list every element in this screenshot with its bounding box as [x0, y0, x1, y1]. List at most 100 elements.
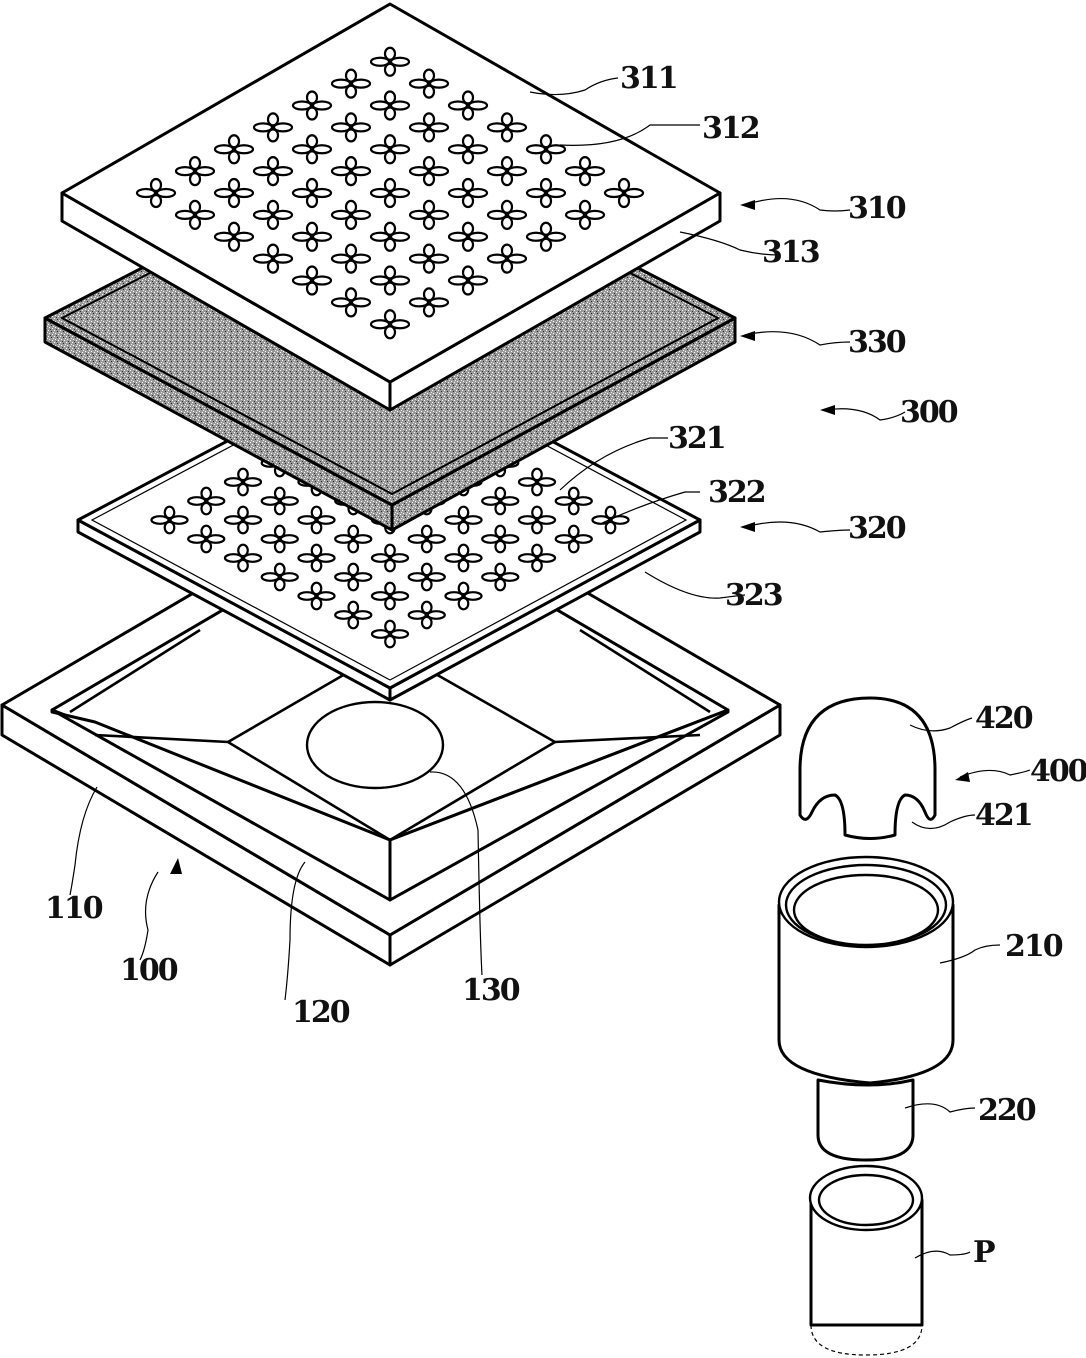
perforation-hole [554, 534, 574, 544]
perforation-hole [223, 477, 244, 487]
perforation-hole [206, 496, 226, 506]
perforation-hole [272, 253, 294, 264]
perforation-hole [273, 524, 286, 539]
label-323: 323 [725, 578, 782, 613]
perforation-hole [330, 122, 352, 133]
perforation-hole [384, 543, 396, 558]
perforation-hole [311, 275, 333, 286]
perforation-hole [422, 287, 436, 302]
perforation-hole [545, 144, 567, 155]
perforation-hole [467, 100, 489, 111]
perforation-hole [344, 303, 358, 318]
perforation-hole [389, 275, 411, 286]
perforation-hole [266, 156, 280, 171]
perforation-hole [500, 572, 520, 582]
perforation-hole [353, 534, 373, 544]
perforation-hole [305, 150, 319, 165]
perforation-hole [389, 319, 411, 330]
perforation-hole [330, 78, 352, 89]
perforation-hole [174, 209, 196, 220]
perforation-hole [444, 553, 464, 563]
perforation-hole [266, 215, 280, 230]
perforation-hole [500, 534, 520, 544]
perforation-hole [223, 553, 244, 563]
perforation-hole [188, 172, 202, 187]
perforation-hole [531, 520, 543, 535]
perforation-hole [539, 193, 553, 209]
perforation-hole [486, 166, 508, 177]
perforation-hole [227, 134, 241, 149]
perforation-hole [273, 539, 286, 554]
perforation-hole [554, 496, 574, 506]
perforation-hole [539, 150, 553, 165]
perforation-hole [200, 486, 213, 501]
perforation-hole [252, 253, 274, 264]
perforation-hole [578, 172, 592, 187]
perforation-hole [536, 553, 557, 563]
label-400: 400 [1030, 754, 1086, 789]
perforation-hole [422, 68, 436, 83]
perforation-hole [330, 209, 352, 220]
perforation-hole [305, 177, 319, 193]
perforation-hole [539, 221, 553, 236]
perforation-hole [486, 209, 508, 220]
perforation-hole [389, 231, 411, 242]
perforation-hole [347, 577, 360, 592]
perforation-hole [279, 572, 299, 582]
perforation-hole [500, 243, 514, 258]
perforation-hole [174, 166, 196, 177]
perforation-hole [188, 215, 202, 230]
perforation-hole [242, 553, 263, 563]
dome-cap-body [798, 696, 937, 840]
perforation-hole [237, 543, 249, 558]
perforation-hole [389, 187, 411, 199]
perforation-hole [369, 275, 391, 286]
perforation-hole [383, 281, 397, 296]
perforation-hole [383, 134, 397, 149]
perforation-hole [237, 520, 249, 535]
perforation-hole [200, 524, 213, 539]
perforation-hole [350, 209, 372, 220]
perforation-hole [564, 166, 586, 177]
perforation-hole [610, 515, 630, 525]
perforation-hole [370, 591, 391, 601]
perforation-hole [347, 524, 360, 539]
perforation-hole [463, 591, 483, 601]
perforation-hole [305, 90, 319, 105]
perforation-hole [481, 534, 501, 544]
perforation-hole [305, 237, 319, 252]
perforation-hole [500, 199, 514, 214]
perforation-hole [531, 558, 543, 573]
lower-pipe [816, 1078, 915, 1162]
perforation-hole [344, 287, 358, 302]
perforation-hole [494, 486, 507, 501]
label-322: 322 [708, 475, 765, 510]
perforation-hole [461, 237, 475, 252]
perforation-hole [149, 193, 163, 209]
perforation-hole [494, 524, 507, 539]
perforation-hole [330, 166, 352, 177]
perforation-hole [420, 600, 433, 615]
perforation-hole [536, 477, 557, 487]
perforation-hole [539, 134, 553, 149]
perforation-hole [200, 501, 213, 516]
perforation-hole [383, 177, 397, 193]
perforation-hole [227, 177, 241, 193]
perforation-hole [383, 46, 397, 61]
perforation-hole [422, 112, 436, 127]
label-120: 120 [292, 995, 350, 1030]
perforation-hole [350, 78, 372, 89]
perforation-hole [539, 177, 553, 193]
perforation-hole [297, 553, 317, 563]
perforation-hole [517, 477, 538, 487]
perforation-hole [213, 144, 235, 155]
perforation-hole [444, 591, 464, 601]
perforation-hole [481, 572, 501, 582]
perforation-hole [310, 543, 323, 558]
perforation-hole [447, 231, 469, 242]
perforation-hole [237, 505, 249, 520]
perforation-hole [279, 496, 299, 506]
perforation-hole [350, 297, 372, 308]
perforation-hole [369, 231, 391, 242]
perforation-hole [573, 496, 593, 506]
